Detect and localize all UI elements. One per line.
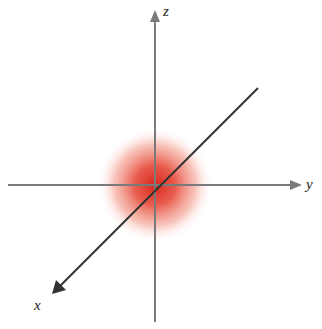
x-arrowhead	[52, 280, 66, 294]
z-axis	[154, 16, 156, 322]
y-axis	[8, 184, 296, 186]
axis-label: y	[306, 177, 313, 192]
y-arrowhead	[290, 180, 302, 190]
x-axis	[60, 88, 258, 286]
axis-label: z	[163, 4, 169, 19]
z-arrowhead	[150, 10, 160, 22]
axis-label: x	[34, 298, 41, 313]
